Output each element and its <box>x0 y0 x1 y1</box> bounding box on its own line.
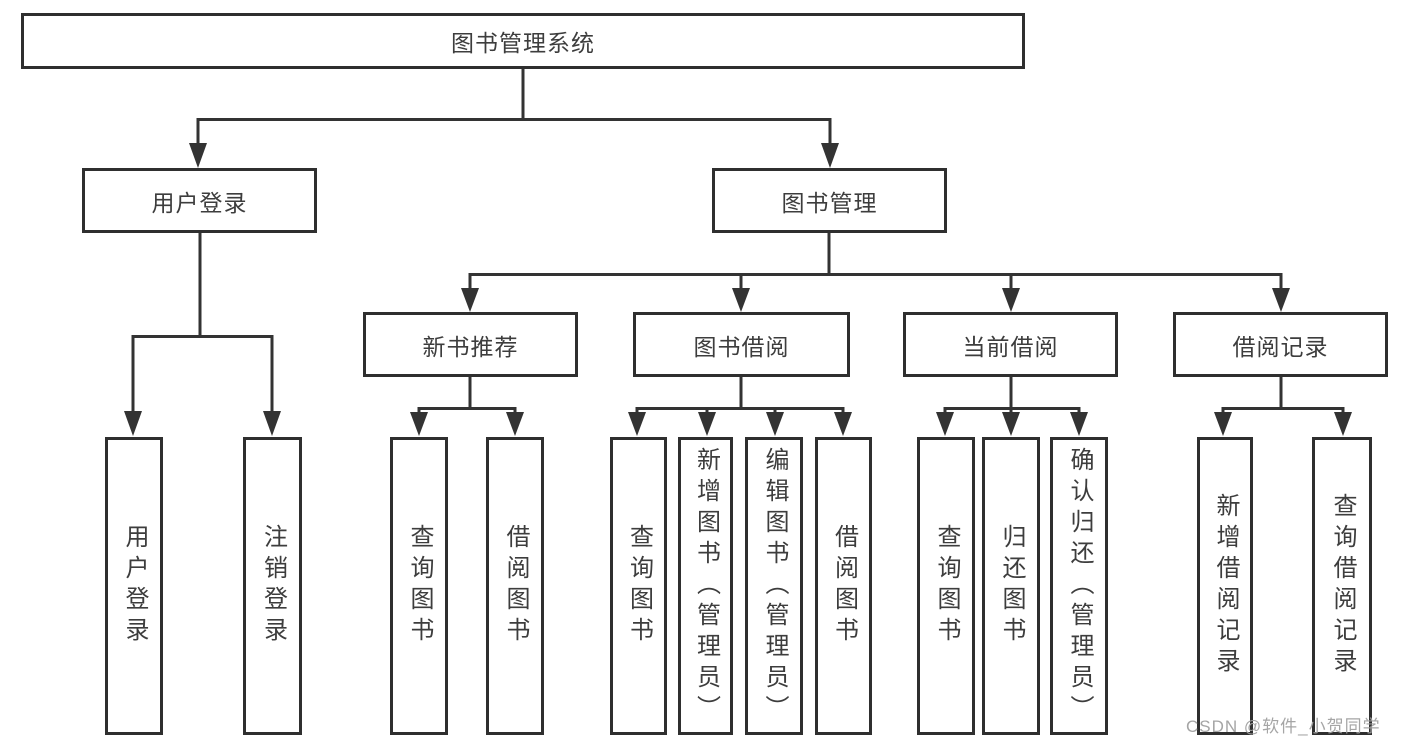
edge-current-borrow-to-leaves <box>936 377 1088 436</box>
leaf-logout: 注销登录 <box>243 437 302 735</box>
edge-borrow-record-to-leaves <box>1214 377 1352 436</box>
node-library-management-system: 图书管理系统 <box>21 13 1025 69</box>
leaf-borrow-books-rec: 借阅图书 <box>486 437 544 735</box>
node-book-management: 图书管理 <box>712 168 947 233</box>
node-current-borrowing: 当前借阅 <box>903 312 1118 377</box>
leaf-query-books-current: 查询图书 <box>917 437 975 735</box>
leaf-add-books-admin: 新增图书（管理员） <box>678 437 733 735</box>
leaf-edit-books-admin: 编辑图书（管理员） <box>745 437 803 735</box>
leaf-return-books: 归还图书 <box>982 437 1040 735</box>
leaf-borrow-books: 借阅图书 <box>815 437 872 735</box>
edge-book-borrow-to-leaves <box>628 377 852 436</box>
leaf-query-books-borrow: 查询图书 <box>610 437 667 735</box>
edge-book-mgmt-to-level3 <box>461 232 1290 312</box>
leaf-user-login: 用户登录 <box>105 437 163 735</box>
node-new-book-recommendation: 新书推荐 <box>363 312 578 377</box>
leaf-query-borrow-record: 查询借阅记录 <box>1312 437 1372 735</box>
edge-user-login-to-leaves <box>124 233 281 436</box>
leaf-query-books-rec: 查询图书 <box>390 437 448 735</box>
edge-root-to-level2 <box>189 69 839 168</box>
leaf-confirm-return-admin: 确认归还（管理员） <box>1050 437 1108 735</box>
leaf-add-borrow-record: 新增借阅记录 <box>1197 437 1253 735</box>
node-book-borrowing: 图书借阅 <box>633 312 850 377</box>
node-borrowing-records: 借阅记录 <box>1173 312 1388 377</box>
edge-new-book-rec-to-leaves <box>410 377 524 436</box>
csdn-watermark: CSDN @软件_小贺同学 <box>1186 717 1381 736</box>
node-user-login: 用户登录 <box>82 168 317 233</box>
